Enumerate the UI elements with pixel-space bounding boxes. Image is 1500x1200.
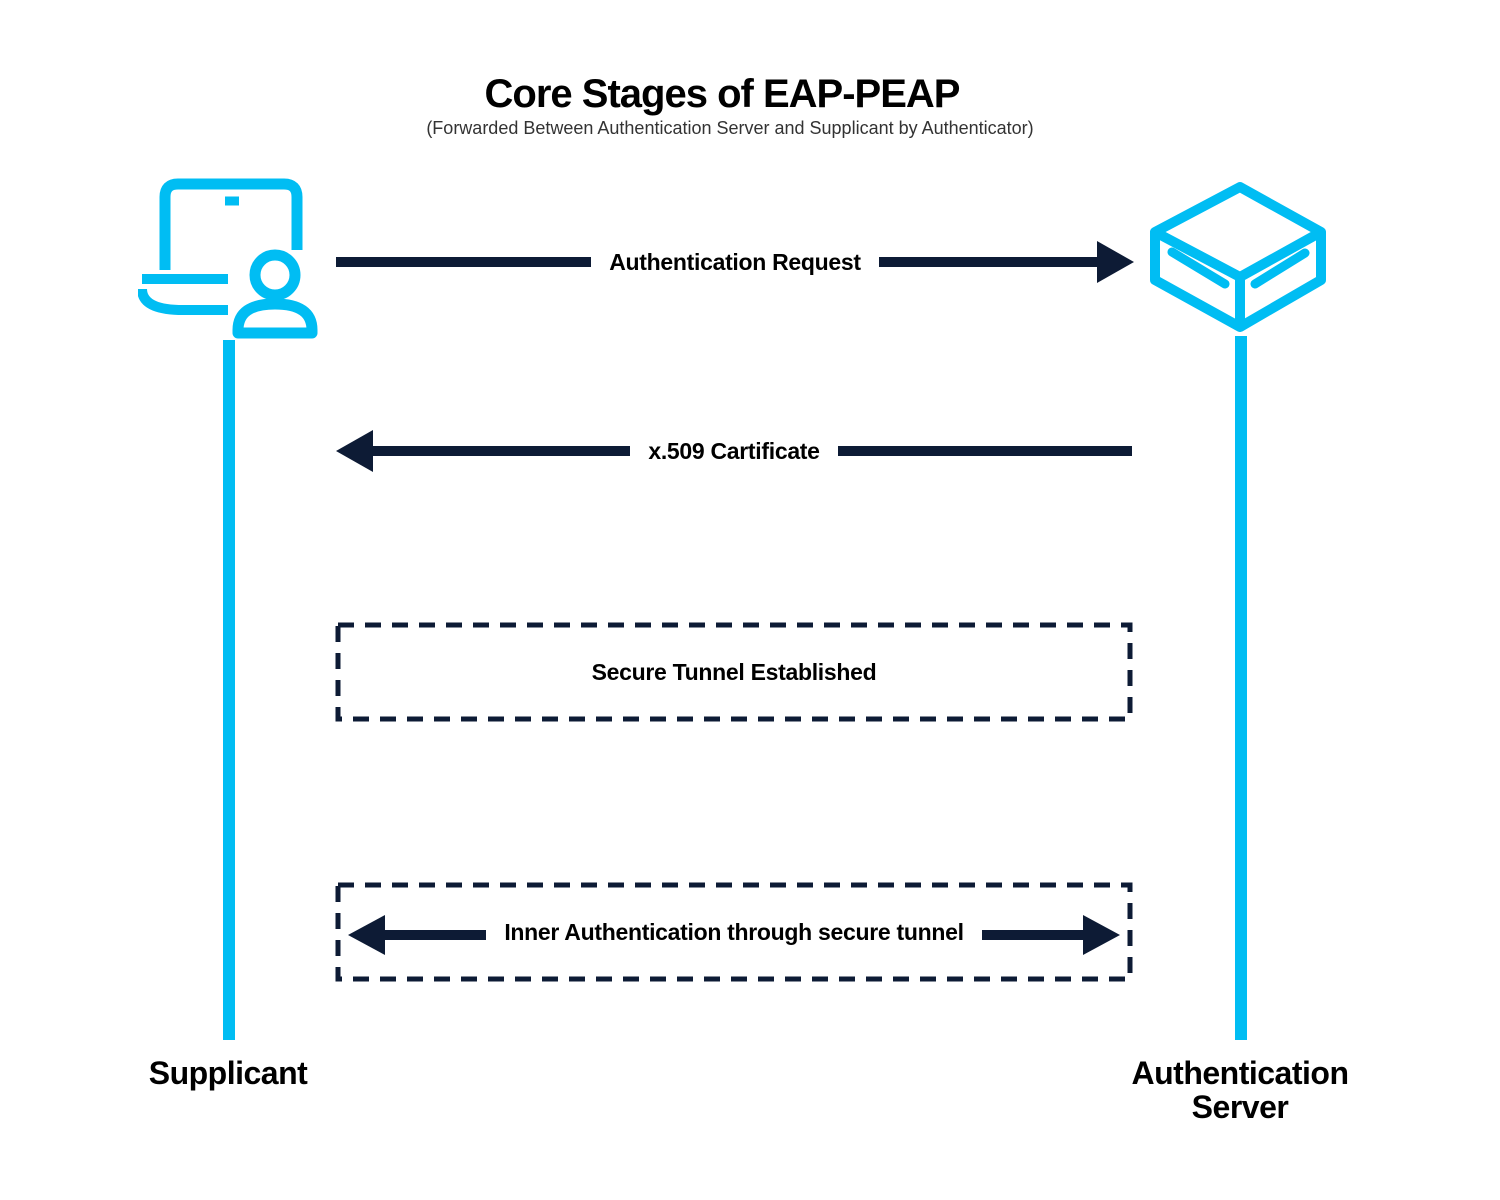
server-lifeline xyxy=(1235,336,1247,1040)
laptop-user-icon xyxy=(138,178,318,339)
server-cube-icon xyxy=(1150,182,1326,332)
message-row: Secure Tunnel Established xyxy=(335,622,1133,722)
message-label: x.509 Cartificate xyxy=(630,437,838,465)
page-subtitle: (Forwarded Between Authentication Server… xyxy=(426,118,1034,138)
message-label: Secure Tunnel Established xyxy=(591,658,877,685)
message-row: Authentication Request xyxy=(336,241,1134,283)
message-row: x.509 Cartificate xyxy=(336,430,1132,472)
authentication-server-label: Authentication Server xyxy=(1131,1055,1349,1125)
message-label: Authentication Request xyxy=(591,248,879,276)
message-label: Inner Authentication through secure tunn… xyxy=(486,918,982,946)
message-row: Inner Authentication through secure tunn… xyxy=(335,882,1133,982)
page-title: Core Stages of EAP-PEAP xyxy=(484,72,961,116)
supplicant-label: Supplicant xyxy=(148,1055,308,1091)
supplicant-lifeline xyxy=(223,340,235,1040)
secure-tunnel-box xyxy=(335,622,1133,722)
